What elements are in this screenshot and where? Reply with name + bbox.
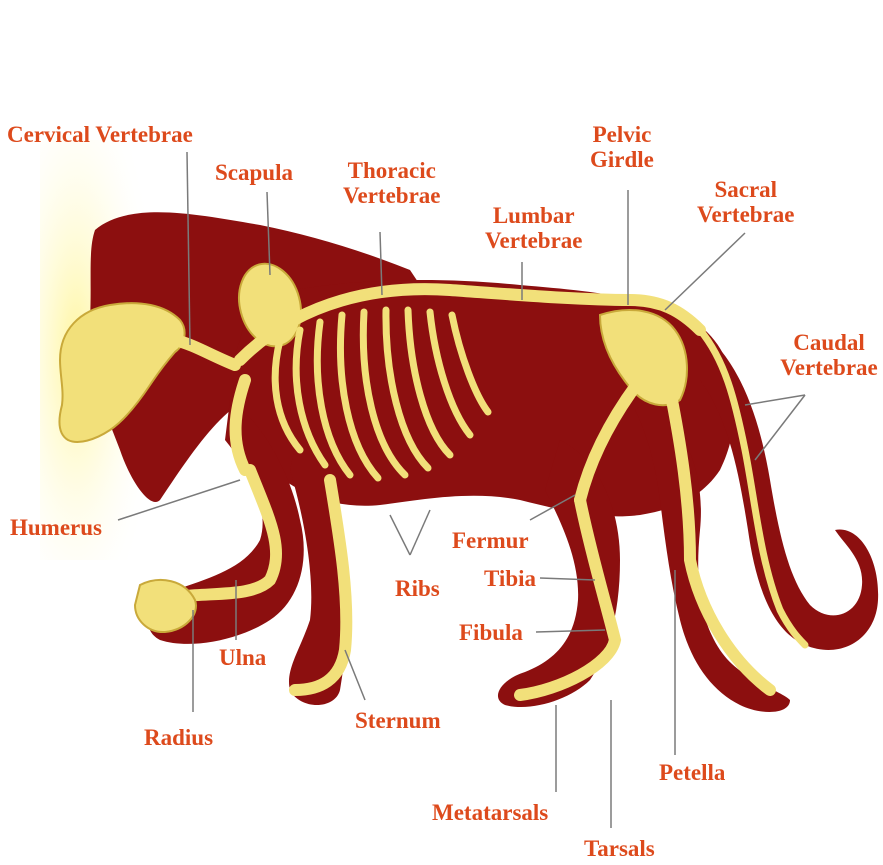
label-humerus: Humerus (10, 515, 102, 540)
label-tibia: Tibia (484, 566, 536, 591)
label-thoracic-vertebrae: Thoracic Vertebrae (343, 158, 441, 208)
leader-sacral (665, 233, 745, 310)
label-ribs: Ribs (395, 576, 440, 601)
label-sternum: Sternum (355, 708, 441, 733)
leader-caudal-b (755, 395, 805, 460)
leader-caudal-a (745, 395, 805, 405)
label-fermur: Fermur (452, 528, 529, 553)
label-fibula: Fibula (459, 620, 523, 645)
label-caudal-vertebrae: Caudal Vertebrae (775, 330, 883, 380)
leader-ribs-b (410, 510, 430, 555)
label-metatarsals: Metatarsals (432, 800, 548, 825)
label-ulna: Ulna (219, 645, 266, 670)
label-lumbar-vertebrae: Lumbar Vertebrae (485, 203, 583, 253)
label-sacral-vertebrae: Sacral Vertebrae (697, 177, 795, 227)
label-tarsals: Tarsals (584, 836, 655, 861)
label-pelvic-girdle: Pelvic Girdle (590, 122, 654, 172)
leader-ribs-a (390, 515, 410, 555)
leader-sternum (345, 650, 365, 700)
label-cervical-vertebrae: Cervical Vertebrae (7, 122, 193, 147)
label-scapula: Scapula (215, 160, 293, 185)
label-petella: Petella (659, 760, 725, 785)
label-radius: Radius (144, 725, 213, 750)
